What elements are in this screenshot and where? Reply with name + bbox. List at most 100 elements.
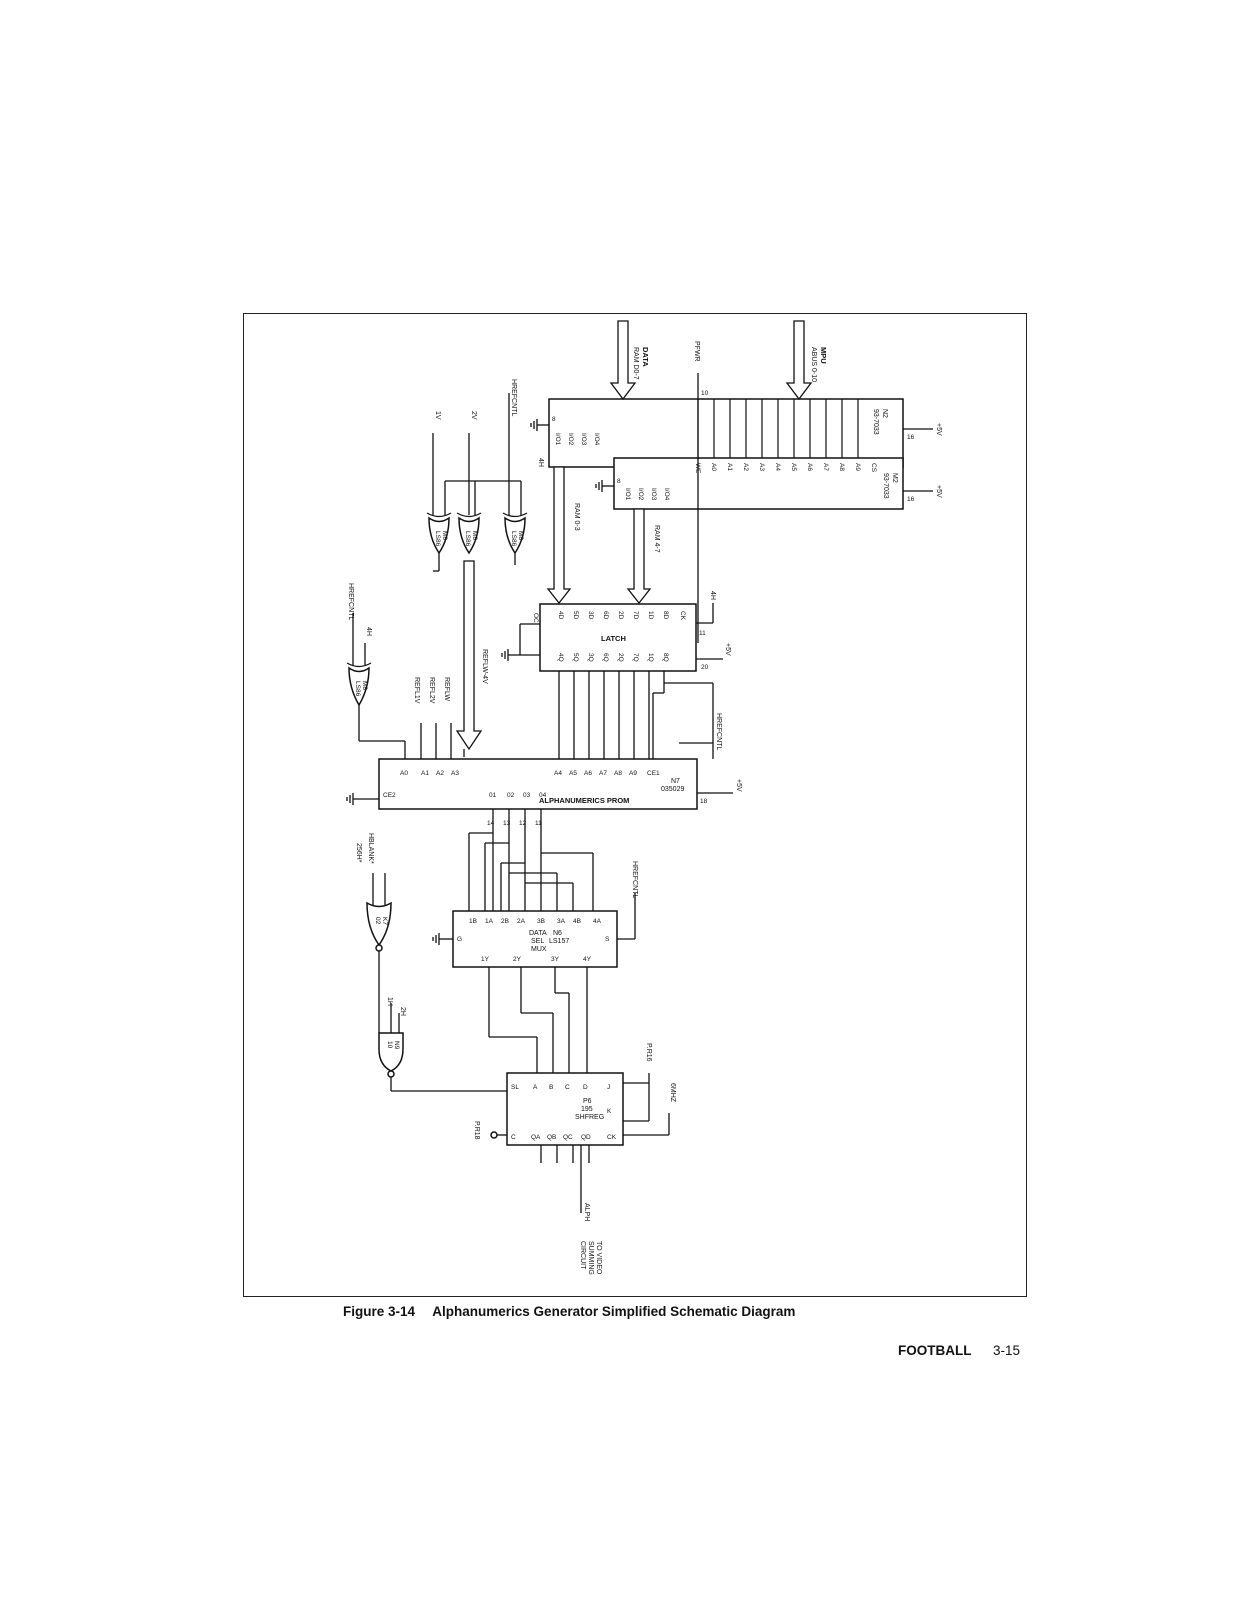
svg-text:2B: 2B (501, 918, 509, 925)
xor-gate-m8c: M8 LS86 (502, 512, 528, 555)
svg-text:I/O3: I/O3 (650, 488, 657, 501)
svg-text:A: A (533, 1084, 538, 1091)
svg-text:D: D (583, 1084, 588, 1091)
svg-text:M8: M8 (471, 531, 478, 540)
svg-text:10: 10 (386, 1041, 393, 1049)
ram-n2-io-pins: I/O4 I/O3 I/O2 I/O1 (554, 433, 600, 446)
svg-text:6Q: 6Q (602, 653, 609, 662)
svg-text:LS86: LS86 (434, 531, 441, 547)
plus5v-n2: +5V (935, 423, 942, 436)
figure-title: Alphanumerics Generator Simplified Schem… (432, 1304, 796, 1319)
sig-1v: 1V (434, 411, 441, 420)
svg-text:3A: 3A (557, 918, 566, 925)
svg-text:01: 01 (489, 792, 497, 799)
svg-text:M8: M8 (361, 681, 368, 690)
ram-n2: N2 93-7033 (548, 398, 904, 468)
svg-text:A7: A7 (822, 463, 829, 471)
svg-text:CS: CS (870, 463, 877, 473)
figure-number: Figure 3-14 (343, 1304, 416, 1319)
svg-text:3D: 3D (587, 611, 594, 620)
svg-text:18: 18 (700, 798, 708, 805)
svg-text:LS86: LS86 (510, 531, 517, 547)
svg-text:14: 14 (487, 820, 495, 827)
prom-power: +5V 18 (697, 779, 742, 805)
svg-text:TO VIDEO: TO VIDEO (595, 1241, 602, 1275)
mpu-bus-sub: ABUS 0-10 (810, 347, 817, 382)
svg-text:2Y: 2Y (513, 956, 522, 963)
svg-text:8: 8 (617, 478, 621, 485)
svg-text:5D: 5D (572, 611, 579, 620)
svg-text:A2: A2 (742, 463, 749, 471)
svg-text:K7: K7 (381, 917, 388, 925)
data-bus-arrow: DATA RAM D0-7 (609, 320, 650, 401)
svg-text:16: 16 (907, 434, 915, 441)
mux-pins: 1B 1A 2B 2A 3B 3A 4B 4A 1Y 2Y 3Y 4Y G S (457, 918, 610, 963)
reflw4v-bus: REFLW-4V (455, 560, 488, 757)
page-number: 3-15 (993, 1343, 1021, 1358)
svg-text:3B: 3B (537, 918, 545, 925)
m2-part: 93-7033 (882, 473, 889, 499)
alphanumerics-schematic: N2 93-7033 I/O4 I/O3 I/O2 I/O1 M2 93-703… (346, 320, 942, 1275)
prom-to-mux-wires (468, 809, 594, 913)
svg-text:4B: 4B (573, 918, 581, 925)
svg-text:6D: 6D (602, 611, 609, 620)
svg-text:P6: P6 (583, 1098, 592, 1105)
data-bus-sub: RAM D0-7 (632, 347, 639, 380)
svg-text:REFLW: REFLW (443, 677, 450, 701)
svg-text:J: J (607, 1084, 610, 1091)
svg-text:SHFREG: SHFREG (575, 1114, 604, 1121)
svg-text:+5V: +5V (724, 643, 731, 656)
svg-text:DATA: DATA (529, 930, 547, 937)
alphanumerics-prom: ALPHANUMERICS PROM N7 035029 (378, 758, 698, 810)
n2-label: N2 (881, 409, 888, 418)
svg-text:A5: A5 (790, 463, 797, 471)
svg-text:+5V: +5V (735, 779, 742, 792)
sig-6mhz: 6MHZ (669, 1083, 676, 1103)
svg-text:A7: A7 (599, 770, 607, 777)
reflw4v-label: REFLW-4V (481, 649, 488, 684)
pfwr-label: PFWR (693, 341, 700, 362)
svg-text:M8: M8 (517, 531, 524, 540)
svg-text:8Q: 8Q (662, 653, 669, 662)
svg-text:3Y: 3Y (551, 956, 560, 963)
svg-text:A8: A8 (838, 463, 845, 471)
sig-hrefcntl-top: HREFCNTL (510, 379, 517, 416)
svg-text:QC: QC (563, 1134, 573, 1141)
n7-label: N7 (671, 778, 680, 785)
shift-control-wires (497, 1073, 670, 1213)
latch-to-prom-wires (558, 671, 714, 759)
svg-text:04: 04 (539, 792, 547, 799)
sig-256h: 256H* (355, 843, 362, 863)
svg-text:A4: A4 (774, 463, 781, 471)
svg-text:SUMMING: SUMMING (587, 1241, 594, 1275)
ground-symbol (432, 933, 453, 945)
latch-power: +5V 20 (696, 643, 731, 671)
svg-text:1Q: 1Q (647, 653, 654, 662)
svg-text:1H: 1H (386, 997, 393, 1006)
svg-text:1D: 1D (647, 611, 654, 620)
svg-text:QB: QB (547, 1134, 556, 1141)
svg-text:M8: M8 (441, 531, 448, 540)
sig-hrefcntl-left: HREFCNTL (347, 583, 354, 620)
svg-text:11: 11 (535, 820, 542, 827)
svg-text:03: 03 (523, 792, 531, 799)
prom-pins: A0 A1 A2 A3 A4 A5 A6 A7 A8 A9 CE1 CE2 01… (383, 770, 660, 799)
svg-text:8D: 8D (662, 611, 669, 620)
svg-text:A0: A0 (400, 770, 408, 777)
ram-m2: M2 93-7033 (613, 457, 904, 510)
footer-section: FOOTBALL (898, 1343, 972, 1358)
svg-text:A3: A3 (451, 770, 459, 777)
xor-input-wires (432, 393, 522, 572)
mpu-bus-label: MPU (819, 347, 828, 364)
svg-text:4H: 4H (365, 627, 372, 636)
svg-text:CK: CK (679, 611, 686, 621)
svg-text:C: C (511, 1134, 516, 1141)
figure-caption: Figure 3-14 Alphanumerics Generator Simp… (343, 1304, 795, 1319)
svg-text:CK: CK (607, 1134, 617, 1141)
svg-text:QA: QA (531, 1134, 541, 1141)
shift-register: P6 195 SHFREG (506, 1072, 624, 1146)
svg-text:I/O3: I/O3 (580, 433, 587, 446)
latch-clock: 4H 11 (696, 591, 716, 637)
svg-text:SL: SL (511, 1084, 519, 1091)
svg-text:A2: A2 (436, 770, 444, 777)
